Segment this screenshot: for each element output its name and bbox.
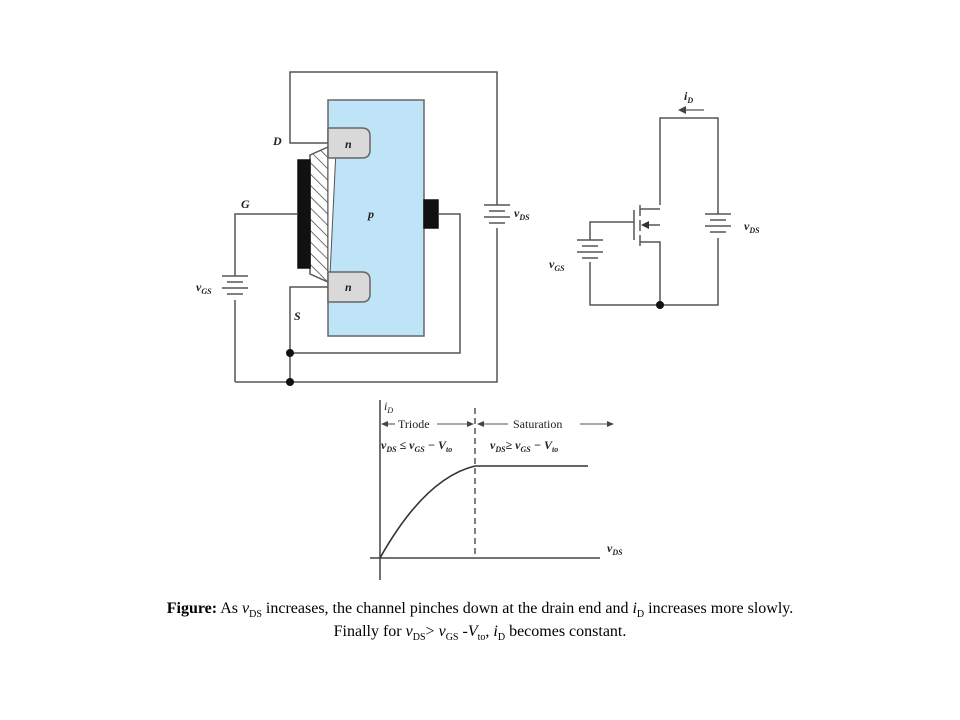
source-n-region	[327, 271, 371, 303]
caption-prefix: Figure:	[166, 600, 218, 617]
caption-sub: DS	[412, 632, 426, 644]
id-curve	[379, 465, 588, 559]
vds-label-cross: vDS	[514, 206, 530, 222]
caption-text: increases, the channel pinches down at t…	[261, 600, 633, 617]
caption-var: V	[467, 623, 478, 640]
caption-sub: to	[477, 632, 486, 644]
source-label: S	[294, 309, 301, 323]
vds-battery-cross	[484, 204, 510, 224]
graph-x-label: vDS	[607, 541, 623, 557]
caption-text: As	[217, 600, 242, 617]
caption-sub: D	[636, 609, 645, 621]
caption-sub: DS	[249, 609, 262, 621]
caption-line-1: Figure: As vDS increases, the channel pi…	[0, 598, 960, 626]
saturation-condition: vDS≥ vGS − Vto	[490, 438, 558, 454]
gate-oxide	[309, 145, 329, 284]
triode-condition: vDS ≤ vGS − Vto	[381, 438, 452, 454]
vgs-label-circuit: vGS	[549, 257, 565, 273]
arrow-left-icon	[477, 421, 484, 427]
vgs-battery-cross	[222, 275, 248, 295]
arrow-left-icon	[381, 421, 388, 427]
caption-var: v	[438, 623, 446, 640]
drain-label: D	[272, 134, 282, 148]
circuit-vds-return	[589, 238, 719, 306]
vds-return-wire	[235, 228, 498, 383]
junction-dot	[286, 378, 294, 386]
circuit-drain-wire	[659, 117, 719, 214]
drain-wire	[289, 71, 498, 205]
caption-text: -	[458, 623, 468, 640]
iv-graph	[370, 400, 614, 580]
source-wire	[289, 286, 328, 382]
caption-text: ,	[485, 623, 494, 640]
caption-var: v	[405, 623, 413, 640]
gate-label: G	[241, 197, 250, 211]
caption-text: Finally for	[333, 623, 406, 640]
current-arrow-icon	[678, 106, 704, 114]
drain-n-region	[327, 127, 371, 159]
vgs-battery-circuit	[577, 239, 603, 259]
body-contact	[423, 199, 439, 229]
caption-text: becomes constant.	[505, 623, 627, 640]
mosfet-cross-section	[234, 71, 498, 383]
junction-dot	[286, 349, 294, 357]
body-arrow-icon	[641, 221, 649, 229]
substrate-p-label: p	[367, 207, 374, 221]
drain-n-label: n	[345, 137, 352, 151]
arrow-right-icon	[467, 421, 474, 427]
vds-label-circuit: vDS	[744, 219, 760, 235]
caption-var: i	[493, 623, 498, 640]
arrow-right-icon	[607, 421, 614, 427]
gate-electrode	[297, 159, 311, 269]
circuit-gate-wire	[589, 221, 634, 240]
vgs-label-cross: vGS	[196, 280, 212, 296]
caption-text: >	[425, 623, 439, 640]
gate-wire	[234, 213, 298, 276]
source-n-label: n	[345, 280, 352, 294]
caption-var: i	[632, 600, 637, 617]
graph-y-label: iD	[384, 399, 393, 415]
saturation-label: Saturation	[513, 417, 562, 431]
vds-battery-circuit	[705, 213, 731, 233]
source-stub	[640, 241, 661, 305]
caption-sub: GS	[445, 632, 459, 644]
junction-dot	[656, 301, 664, 309]
caption-line-2: Finally for vDS> vGS -Vto, iD becomes co…	[0, 621, 960, 649]
mosfet-circuit	[589, 117, 719, 306]
caption-sub: D	[497, 632, 506, 644]
caption-text: increases more slowly.	[644, 600, 794, 617]
caption-var: v	[242, 600, 250, 617]
current-label: iD	[684, 89, 693, 105]
triode-label: Triode	[398, 417, 430, 431]
body-wire	[290, 213, 461, 354]
